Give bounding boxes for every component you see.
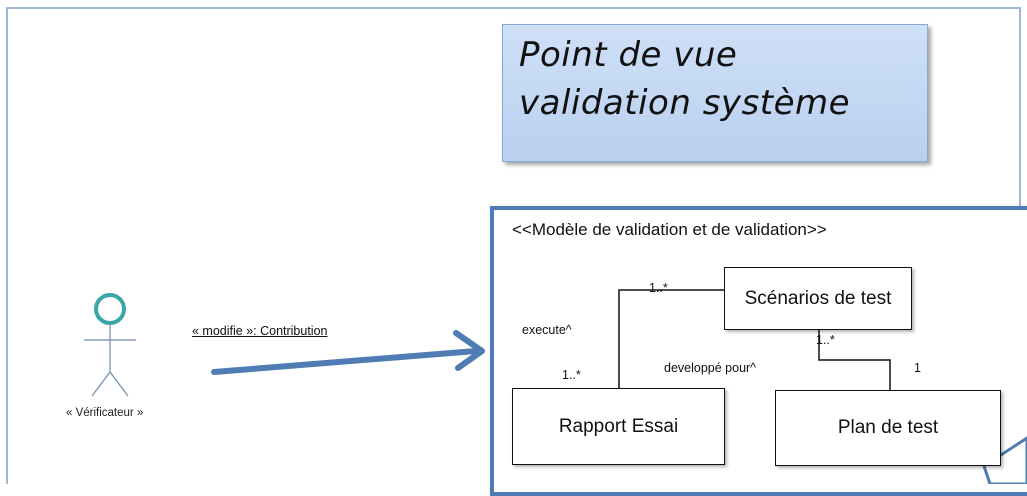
execute-role-label: execute^ — [522, 323, 572, 337]
execute-association-line — [618, 289, 724, 388]
developpe-role-label: developpé pour^ — [664, 361, 757, 375]
developpe-association-line — [818, 330, 891, 390]
class-scenarios-label: Scénarios de test — [744, 288, 892, 309]
actor-label: « Vérificateur » — [66, 407, 144, 419]
execute-multiplicity-bottom: 1..* — [562, 368, 581, 382]
viewpoint-box[interactable]: Point de vue validation système — [502, 24, 928, 162]
stick-figure-icon — [84, 293, 136, 397]
corner-arrow-icon — [982, 436, 1027, 484]
class-rapport-label: Rapport Essai — [558, 415, 679, 437]
viewpoint-title: Point de vue validation système — [519, 35, 851, 123]
class-rapport-essai[interactable]: Rapport Essai — [512, 388, 725, 465]
class-plan-de-test[interactable]: Plan de test — [775, 390, 1001, 466]
developpe-multiplicity-top: 1..* — [816, 333, 835, 347]
diagram-connectors — [84, 289, 1027, 484]
model-title: <<Modèle de validation et de validation>… — [512, 220, 827, 239]
developpe-multiplicity-bottom: 1 — [914, 361, 921, 375]
class-plan-label: Plan de test — [837, 417, 939, 438]
dependency-arrow-icon — [211, 330, 485, 375]
dependency-label: « modifie »: Contribution — [192, 324, 328, 338]
class-scenarios-de-test[interactable]: Scénarios de test — [724, 267, 912, 330]
execute-multiplicity-top: 1..* — [649, 281, 668, 295]
